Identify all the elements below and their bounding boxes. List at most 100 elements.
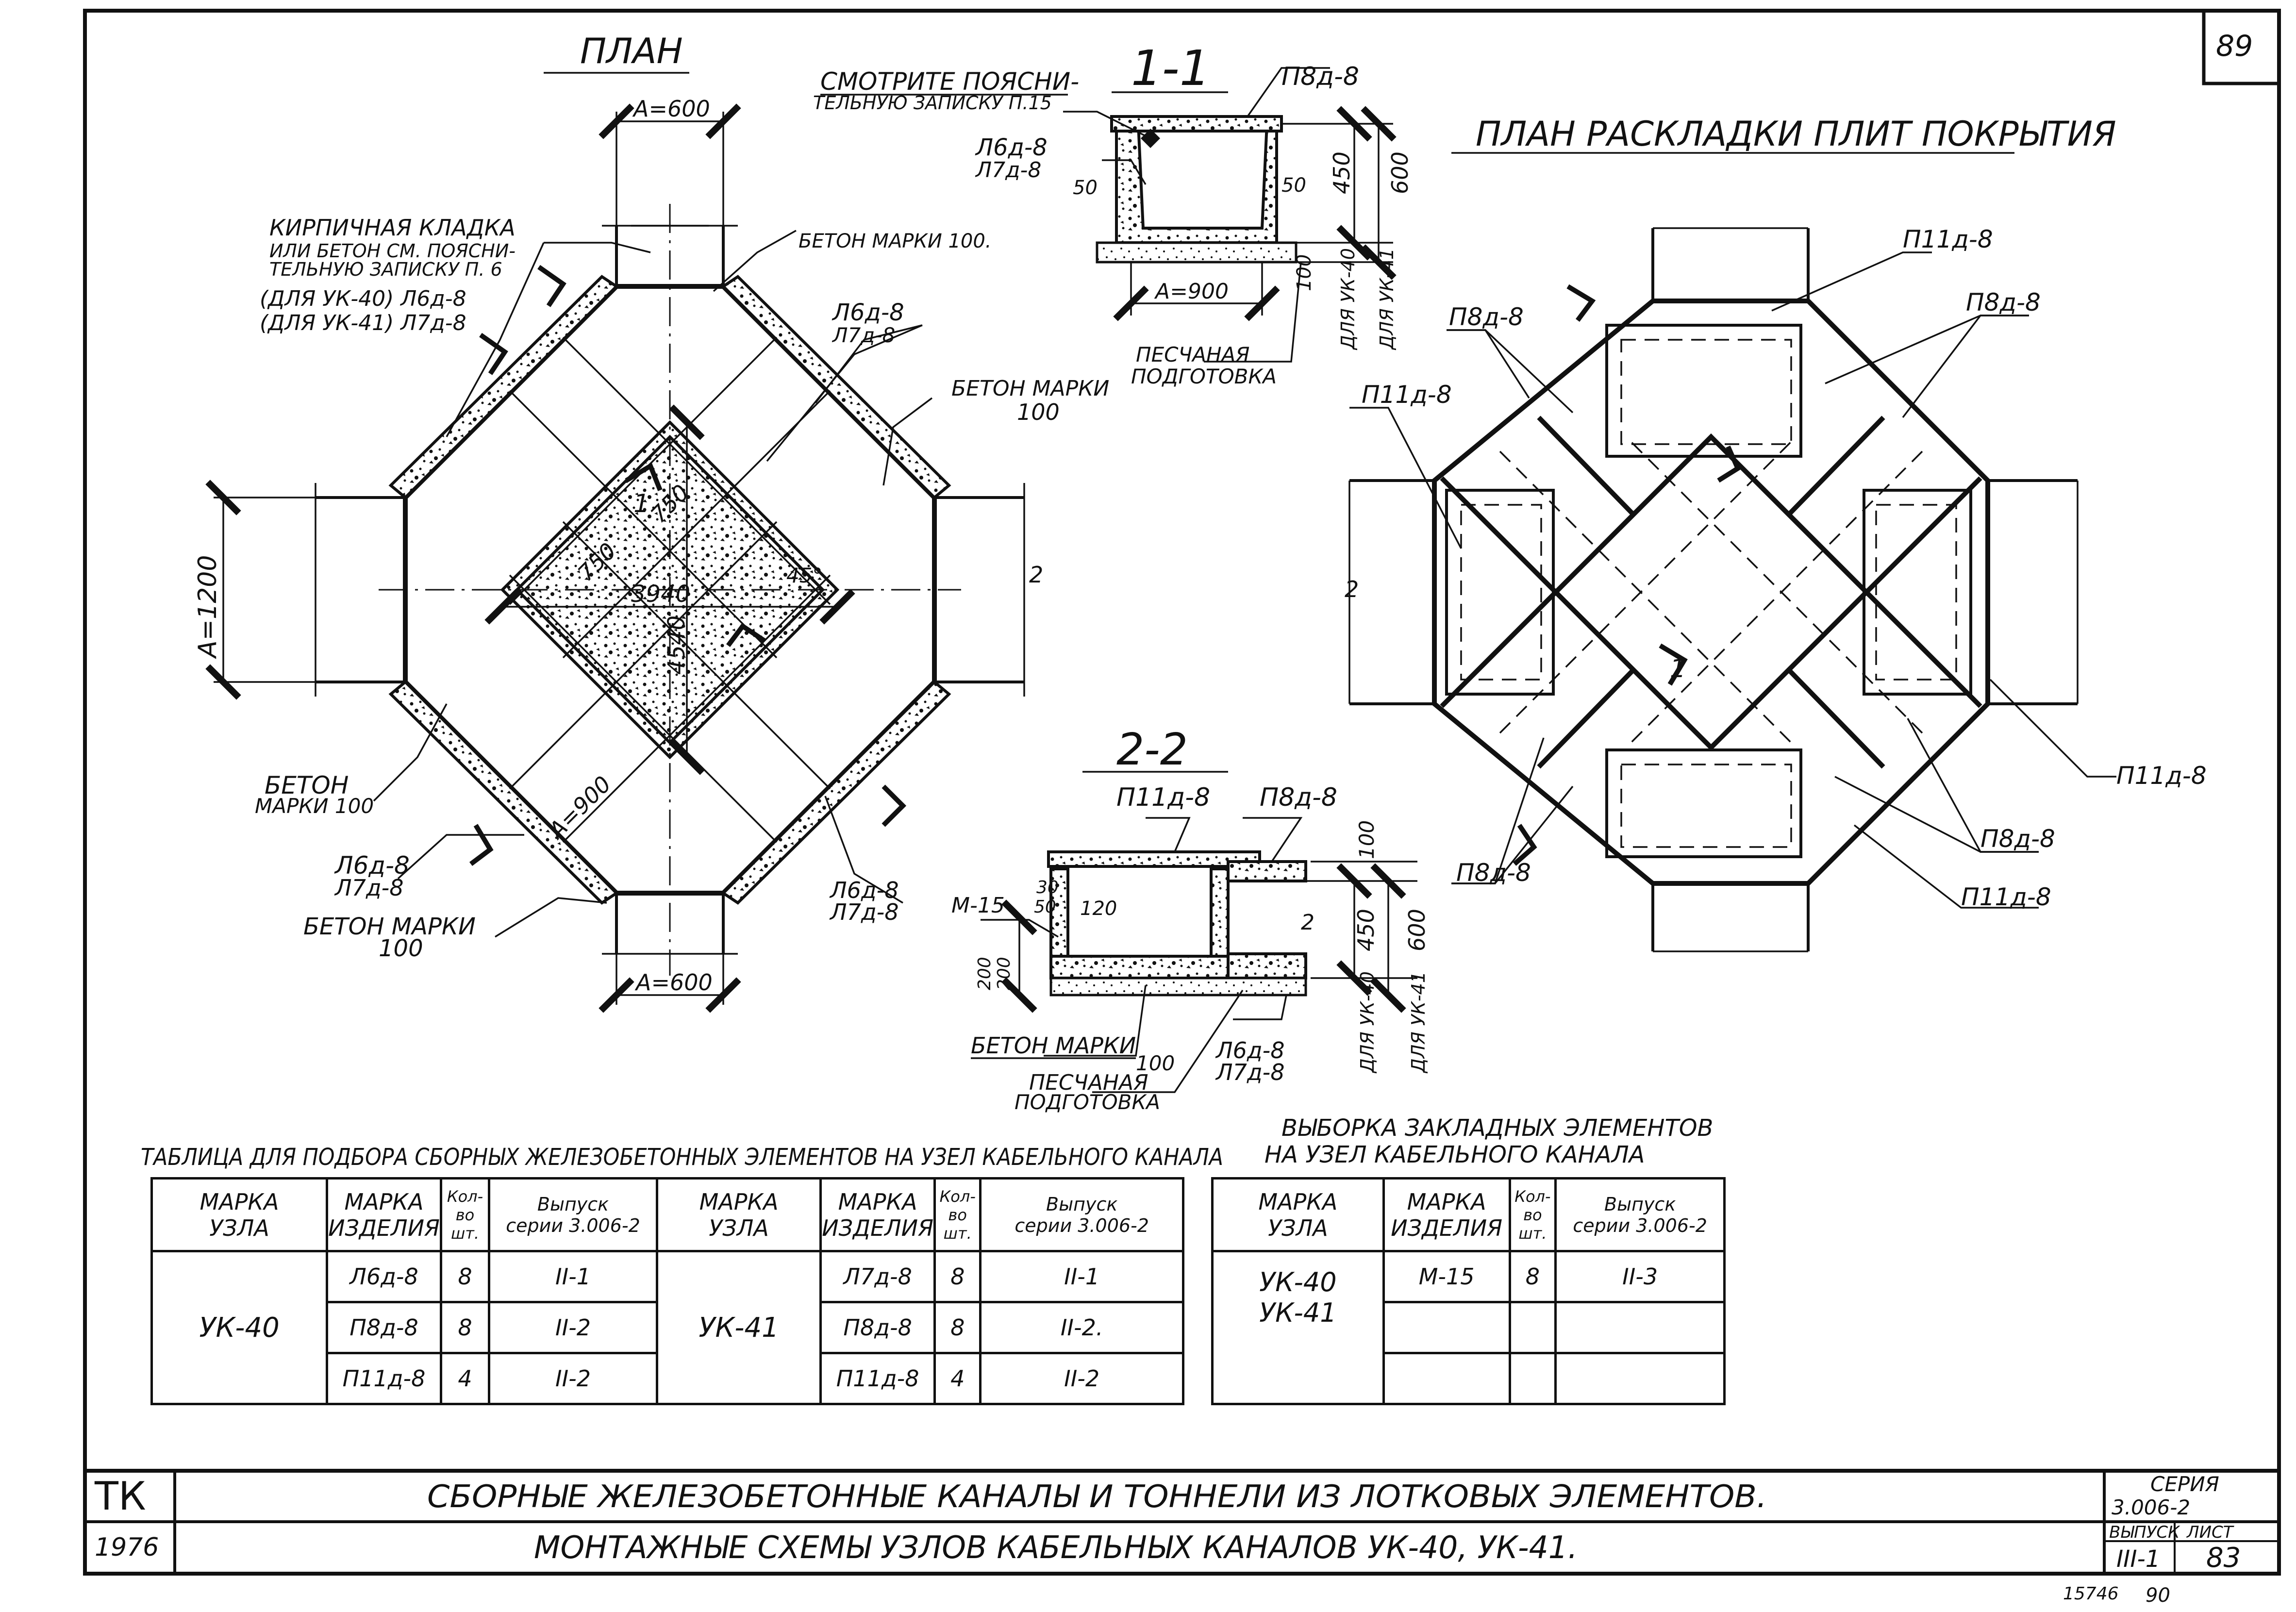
section-1-note-2: ТЕЛЬНУЮ ЗАПИСКУ П.15 (813, 92, 1052, 114)
layout-section-mark-2: 2 (1345, 576, 1359, 602)
title-line-1: СБОРНЫЕ ЖЕЛЕЗОБЕТОННЫЕ КАНАЛЫ И ТОННЕЛИ … (427, 1479, 1767, 1515)
table-row: П8д-8 8 II-2 П8д-8 8 II-2. (152, 1301, 1184, 1354)
section-2-l6-label: Л6д-8 (1215, 1037, 1285, 1064)
cell-item: Л7д-8 (819, 1250, 936, 1303)
section-1-dim-50-left: 50 (1073, 177, 1098, 199)
layout-p8-bottom-left: П8д-8 (1456, 859, 1531, 887)
plan-channel-left (315, 483, 405, 697)
plan-l7-bottom-right-label: Л7д-8 (829, 899, 899, 925)
plan-dim-a1200: А=1200 (193, 555, 222, 659)
section-2-sand-2: ПОДГОТОВКА (1015, 1090, 1160, 1114)
title-issue-label: ВЫПУСК (2109, 1523, 2180, 1542)
plan-l7-bottom-left-label: Л7д-8 (334, 875, 404, 901)
cell-empty (1382, 1352, 1511, 1405)
footer-stamp: 15746 (2063, 1584, 2119, 1604)
section-2-slab-b (1227, 860, 1307, 882)
cell-item: П11д-8 (819, 1352, 936, 1405)
section-2-dim-50: 50 (1034, 897, 1056, 917)
section-2-floor (1049, 955, 1230, 980)
title-org: ТК (94, 1474, 146, 1519)
plan-angle-45: 45° (786, 564, 822, 587)
table-row (1213, 1352, 1726, 1405)
plan-concrete-bottom-label-1: БЕТОН МАРКИ (303, 913, 476, 940)
layout-dashed-lines (1460, 339, 1957, 848)
section-2-dim-120: 120 (1080, 897, 1117, 920)
cell-qty: 4 (439, 1352, 491, 1405)
layout-p8-top-right: П8д-8 (1966, 288, 2041, 316)
cell-qty: 8 (933, 1301, 982, 1354)
layout-p11-top: П11д-8 (1903, 225, 1993, 253)
plan-concrete-top-label: БЕТОН МАРКИ 100. (799, 230, 992, 252)
plan-dim-3940: 3940 (631, 581, 690, 608)
footer-page: 90 (2146, 1584, 2170, 1607)
plan-dim-a600-bottom: А=600 (634, 969, 713, 996)
section-2-dim-30: 30 (1036, 878, 1059, 897)
section-1-title: 1-1 (1131, 40, 1210, 97)
section-2-concrete-2: 100 (1136, 1051, 1175, 1075)
section-2-title: 2-2 (1116, 724, 1188, 775)
plan-dim-4540: 4540 (663, 615, 690, 675)
section-2-dim-600: 600 (1404, 909, 1430, 951)
section-2-floor-b (1227, 952, 1307, 980)
layout-p11-left: П11д-8 (1362, 381, 1452, 409)
cell-empty (1508, 1301, 1557, 1354)
section-1-l6-label: Л6д-8 (975, 134, 1048, 161)
section-1-sand-2: ПОДГОТОВКА (1131, 365, 1277, 388)
plan-dimensions (205, 103, 855, 1013)
title-line-2: МОНТАЖНЫЕ СХЕМЫ УЗЛОВ КАБЕЛЬНЫХ КАНАЛОВ … (534, 1530, 1578, 1566)
plan-l6-bottom-left-label: Л6д-8 (334, 851, 410, 880)
sheet-frame (83, 9, 2281, 1576)
plan-dim-a600-top: А=600 (632, 96, 710, 122)
plan-wall-elements (388, 275, 951, 905)
section-2-slab-a (1047, 850, 1261, 868)
table-row (1213, 1301, 1726, 1354)
plan-concrete-left-label-1: БЕТОН (265, 771, 349, 799)
plan-cut-marks (469, 265, 907, 866)
cell-qty: 8 (1508, 1250, 1557, 1303)
section-1-dim-450: 450 (1329, 151, 1355, 194)
cell-issue: II-2 (979, 1352, 1184, 1405)
cell-item: М-15 (1382, 1250, 1511, 1303)
cell-qty: 4 (933, 1352, 982, 1405)
section-2-dim-200-b: 200 (994, 957, 1014, 990)
plan-l6-top-label: Л6д-8 (832, 299, 904, 326)
title-series-value: 3.006-2 (2112, 1496, 2190, 1519)
cell-issue: II-1 (979, 1250, 1184, 1303)
layout-central-diamond (1552, 433, 1870, 751)
layout-section-mark-1: 1 (1670, 654, 1686, 683)
plan-for-uk40-label: (ДЛЯ УК-40) Л6д-8 (260, 286, 466, 311)
section-2-sand-1: ПЕСЧАНАЯ (1029, 1070, 1148, 1095)
plan-section-mark-1: 1 (633, 489, 649, 518)
plan-concrete-right-label-1: БЕТОН МАРКИ (951, 376, 1109, 401)
plan-masonry-label-1: КИРПИЧНАЯ КЛАДКА (269, 215, 516, 241)
section-1-slab (1110, 115, 1283, 133)
section-1-sand-1: ПЕСЧАНАЯ (1136, 343, 1249, 366)
section-1-note-1: СМОТРИТЕ ПОЯСНИ- (820, 67, 1079, 96)
cell-issue: II-2 (488, 1301, 658, 1354)
section-1-sand (1096, 241, 1298, 264)
section-1-1 (1063, 67, 1397, 363)
cell-item: П8д-8 (326, 1301, 442, 1354)
cell-item: Л6д-8 (326, 1250, 442, 1303)
section-1-p8-label: П8д-8 (1281, 62, 1359, 91)
section-2-p11-label: П11д-8 (1116, 783, 1210, 812)
section-2-p8-label: П8д-8 (1260, 783, 1337, 812)
cell-issue: II-2 (488, 1352, 658, 1405)
layout-leaders (1349, 251, 2116, 909)
plan-concrete-bottom-label-2: 100 (379, 935, 423, 962)
section-1-dim-a900: А=900 (1154, 279, 1229, 304)
plan-concrete-right-label-2: 100 (1017, 399, 1060, 425)
section-1-dim-100: 100 (1293, 254, 1315, 291)
table-embedded-title-1: ВЫБОРКА ЗАКЛАДНЫХ ЭЛЕМЕНТОВ (1281, 1114, 1713, 1142)
section-2-2 (981, 817, 1417, 1093)
layout-channels (1348, 227, 2079, 952)
